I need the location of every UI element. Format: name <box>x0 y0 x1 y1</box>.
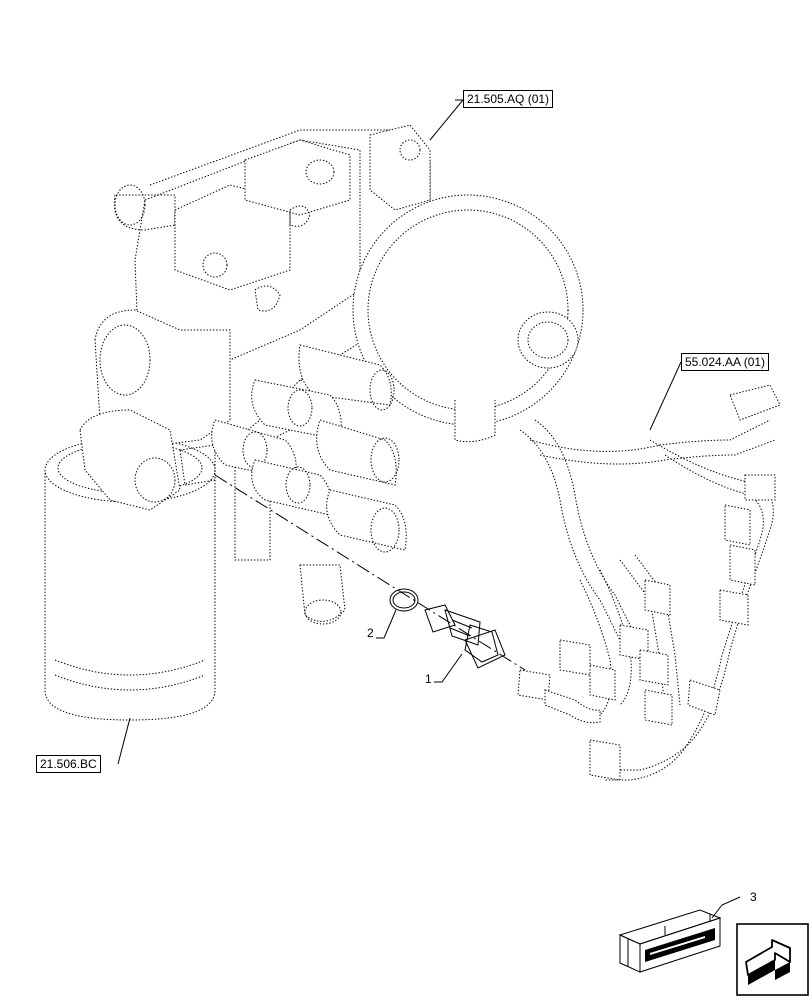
wiring-harness <box>517 384 781 781</box>
temperature-sensor-part <box>424 604 506 669</box>
accumulator-dome <box>352 194 584 443</box>
leader-21-505-aq <box>429 99 464 141</box>
filter-head-elbow <box>79 309 231 511</box>
leader-callout-3 <box>711 896 741 919</box>
callout-number-3: 3 <box>750 890 757 904</box>
solenoid-valves <box>211 344 407 625</box>
leader-21-506-bc <box>117 717 131 765</box>
callout-number-2: 2 <box>367 626 374 640</box>
callout-number-1: 1 <box>425 672 432 686</box>
reference-box-55-024-aa[interactable]: 55.024.AA (01) <box>681 353 770 371</box>
assembly-axis-line <box>214 474 526 671</box>
leader-55-024-aa <box>649 361 682 431</box>
repair-kit-box-icon <box>618 909 722 973</box>
leader-callout-2 <box>376 609 397 639</box>
reference-box-21-505-aq[interactable]: 21.505.AQ (01) <box>463 90 554 108</box>
next-page-arrow-icon[interactable] <box>736 923 809 996</box>
valve-block-body <box>113 124 431 561</box>
leader-callout-1 <box>434 653 463 683</box>
reference-box-21-506-bc[interactable]: 21.506.BC <box>36 755 101 773</box>
o-ring-part <box>389 588 419 612</box>
